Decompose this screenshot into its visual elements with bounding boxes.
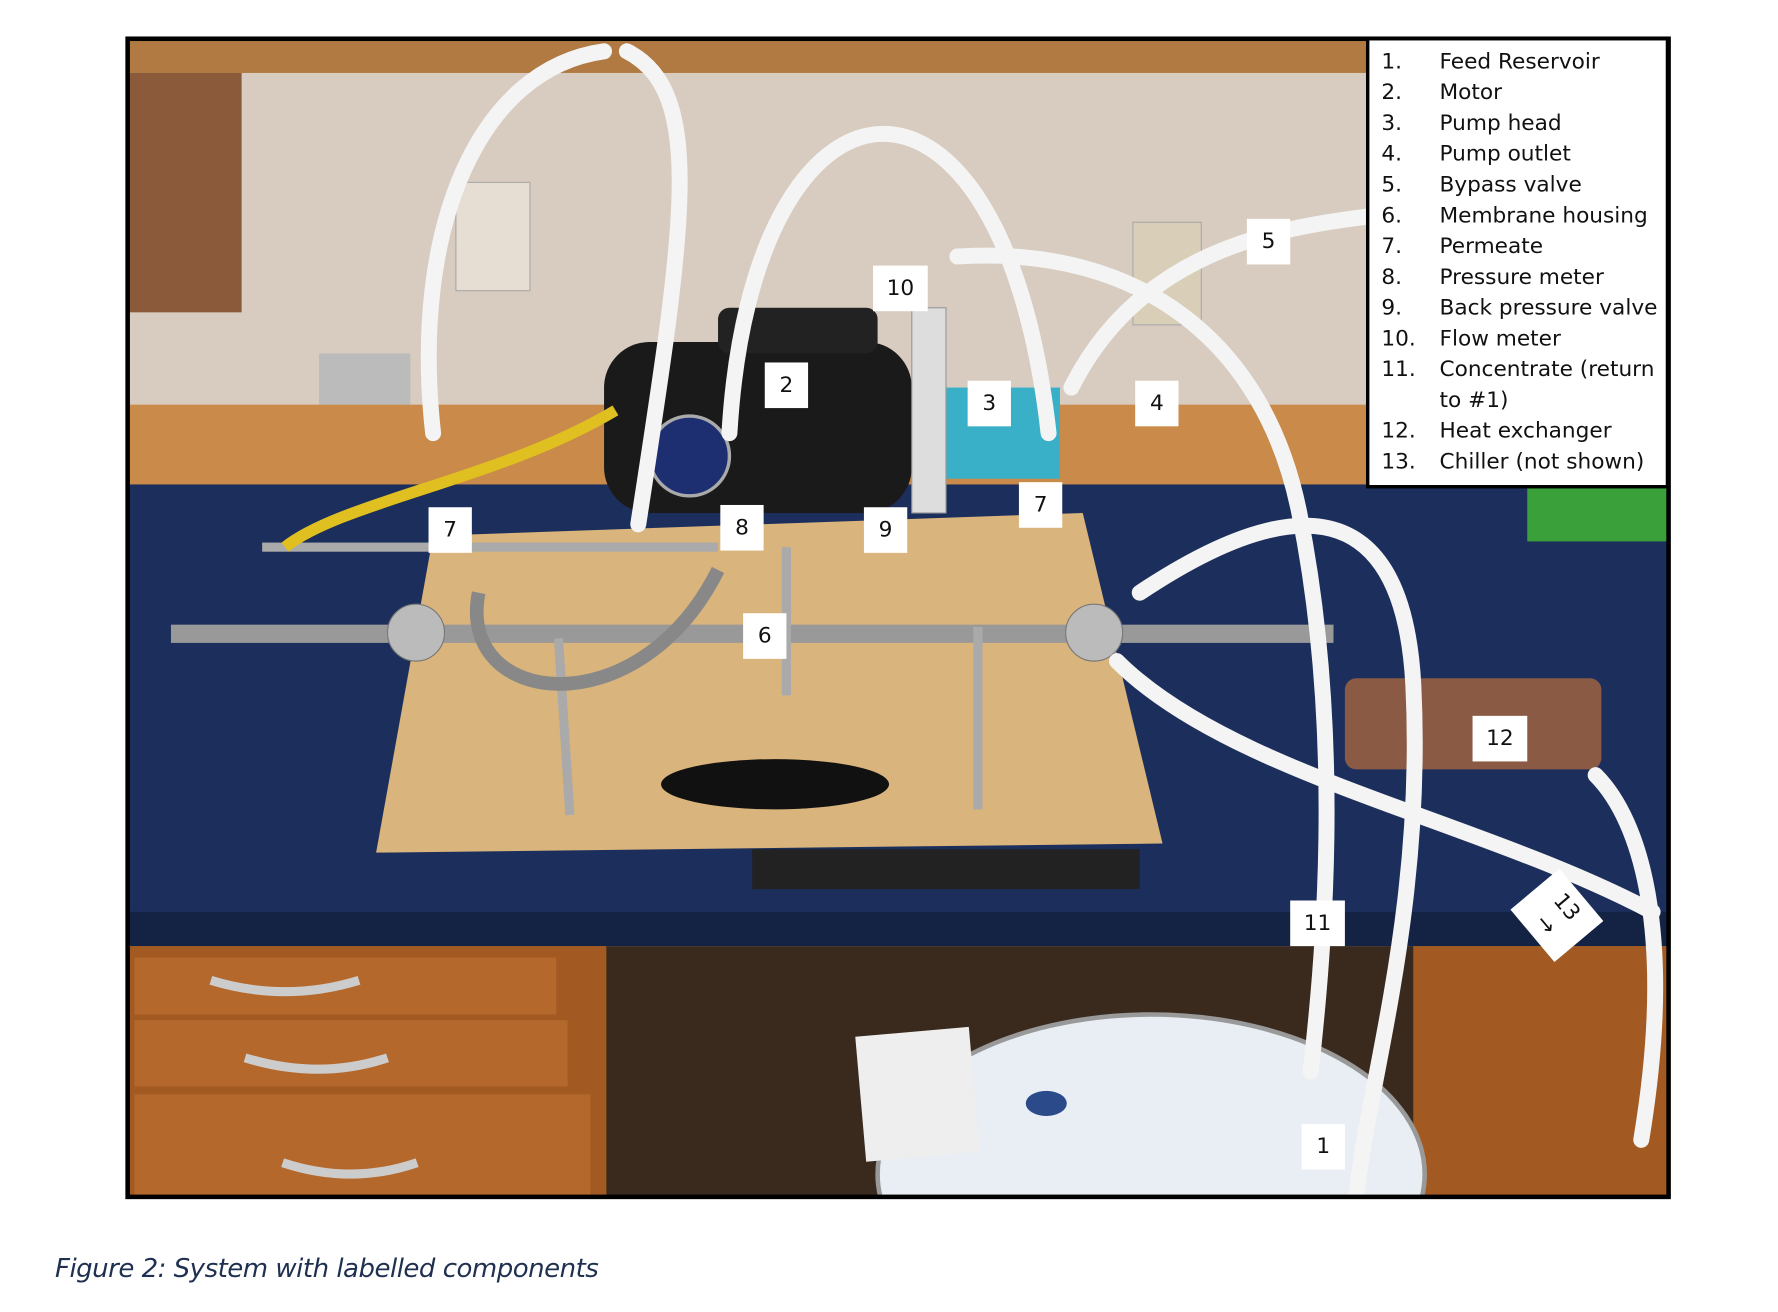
svg-text:4: 4 xyxy=(1150,391,1164,416)
figure-caption: Figure 2: System with labelled component… xyxy=(55,1254,599,1284)
label-8: 8 xyxy=(720,504,764,551)
feed-reservoir-bucket xyxy=(875,1012,1427,1197)
legend-number: 12. xyxy=(1381,419,1415,444)
legend-item: 6. Membrane housing xyxy=(1381,203,1647,228)
label-7-left: 7 xyxy=(428,507,472,553)
svg-text:1: 1 xyxy=(1316,1134,1330,1159)
svg-text:7: 7 xyxy=(443,518,457,543)
legend-text: Heat exchanger xyxy=(1439,419,1611,444)
legend-text: Back pressure valve xyxy=(1439,296,1657,321)
label-10: 10 xyxy=(873,265,928,312)
legend-number: 13. xyxy=(1381,449,1415,474)
legend-number: 6. xyxy=(1381,203,1402,228)
legend-item: 8. Pressure meter xyxy=(1381,265,1604,290)
label-2: 2 xyxy=(764,362,809,409)
legend-number: 7. xyxy=(1381,234,1402,259)
legend-number: 4. xyxy=(1381,142,1402,167)
legend-item: 5. Bypass valve xyxy=(1381,172,1581,197)
legend-item: 1. Feed Reservoir xyxy=(1381,49,1600,74)
legend-item: 4. Pump outlet xyxy=(1381,142,1570,167)
label-4: 4 xyxy=(1135,380,1179,427)
legend-number: 10. xyxy=(1381,326,1415,351)
legend-number: 2. xyxy=(1381,80,1402,105)
legend-item: 7. Permeate xyxy=(1381,234,1543,259)
svg-text:6: 6 xyxy=(758,624,772,649)
legend-item: 3. Pump head xyxy=(1381,111,1561,136)
legend-text: Motor xyxy=(1439,80,1502,105)
legend-text: Feed Reservoir xyxy=(1439,49,1599,74)
label-12: 12 xyxy=(1472,715,1528,762)
legend: 1. Feed Reservoir 2. Motor 3. Pump head 4. Pump… xyxy=(1365,37,1670,489)
svg-text:7: 7 xyxy=(1034,492,1048,517)
legend-text: Bypass valve xyxy=(1439,172,1581,197)
label-6: 6 xyxy=(743,613,787,659)
svg-text:11: 11 xyxy=(1304,911,1332,936)
legend-number: 11. xyxy=(1381,357,1415,382)
svg-text:2: 2 xyxy=(780,373,794,398)
label-5: 5 xyxy=(1246,218,1291,265)
legend-text: Pump outlet xyxy=(1439,142,1570,167)
label-1: 1 xyxy=(1301,1123,1345,1170)
label-7-right: 7 xyxy=(1018,482,1063,528)
legend-number: 3. xyxy=(1381,111,1402,136)
svg-text:5: 5 xyxy=(1262,229,1276,254)
label-13: 13 → xyxy=(1510,868,1604,963)
label-9: 9 xyxy=(863,507,908,553)
legend-number: 8. xyxy=(1381,265,1402,290)
legend-item: 2. Motor xyxy=(1381,80,1502,105)
svg-text:9: 9 xyxy=(879,518,893,543)
legend-item: 12. Heat exchanger xyxy=(1381,419,1611,444)
legend-number: 1. xyxy=(1381,49,1402,74)
label-11: 11 xyxy=(1290,900,1345,947)
legend-text: Pressure meter xyxy=(1439,265,1603,290)
legend-text: Concentrate (return xyxy=(1439,357,1654,382)
legend-item: 10. Flow meter xyxy=(1381,326,1561,351)
legend-item: 13. Chiller (not shown) xyxy=(1381,449,1644,474)
svg-text:8: 8 xyxy=(735,515,749,540)
legend-text: Flow meter xyxy=(1439,326,1560,351)
svg-text:3: 3 xyxy=(982,391,996,416)
legend-number: 9. xyxy=(1381,296,1402,321)
legend-text-continued: to #1) xyxy=(1439,388,1508,413)
legend-text: Permeate xyxy=(1439,234,1543,259)
plywood-board xyxy=(376,512,1163,853)
label-3: 3 xyxy=(967,380,1011,427)
legend-item: 9. Back pressure valve xyxy=(1381,296,1657,321)
tubing xyxy=(420,43,1664,1197)
svg-text:10: 10 xyxy=(887,276,915,301)
legend-text: Membrane housing xyxy=(1439,203,1647,228)
photo-frame xyxy=(125,36,1671,1200)
legend-number: 5. xyxy=(1381,172,1402,197)
legend-text: Pump head xyxy=(1439,111,1561,136)
legend-text: Chiller (not shown) xyxy=(1439,449,1644,474)
svg-text:12: 12 xyxy=(1486,726,1514,751)
legend-item: 11. Concentrate (return to #1) xyxy=(1381,357,1654,413)
